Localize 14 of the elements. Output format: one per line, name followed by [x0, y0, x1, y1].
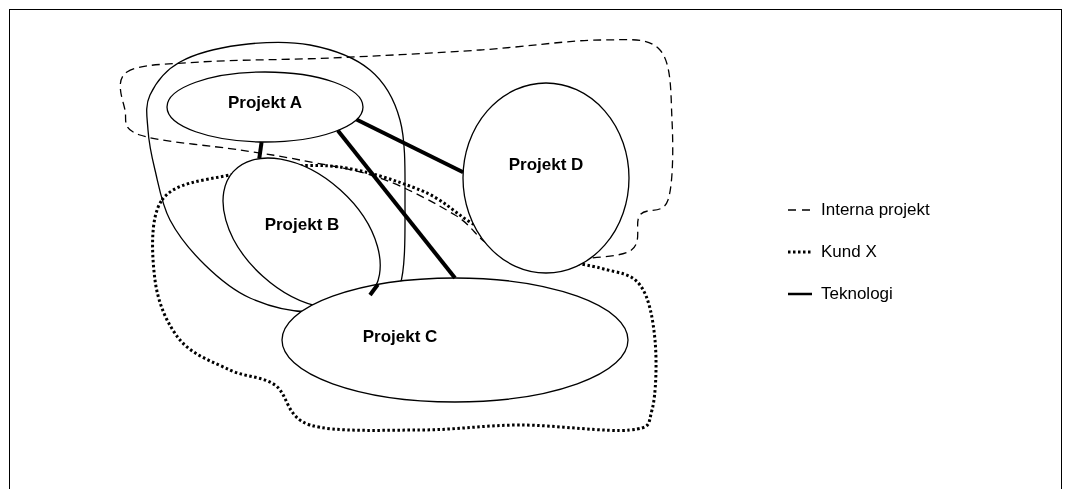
legend-label: Kund X	[821, 242, 877, 262]
node-label: Projekt B	[264, 215, 340, 235]
connector-line	[336, 129, 457, 280]
connector-line	[257, 141, 264, 159]
connector-line	[355, 117, 465, 174]
node-label: Projekt C	[362, 327, 438, 347]
ellipse-node	[282, 278, 628, 402]
legend-label: Interna projekt	[821, 200, 930, 220]
ellipse-node	[463, 83, 629, 273]
node-label: Projekt A	[228, 93, 302, 113]
node-label: Projekt D	[508, 155, 584, 175]
legend-label: Teknologi	[821, 284, 893, 304]
ellipse-node	[167, 72, 363, 142]
connector-line	[368, 283, 380, 297]
